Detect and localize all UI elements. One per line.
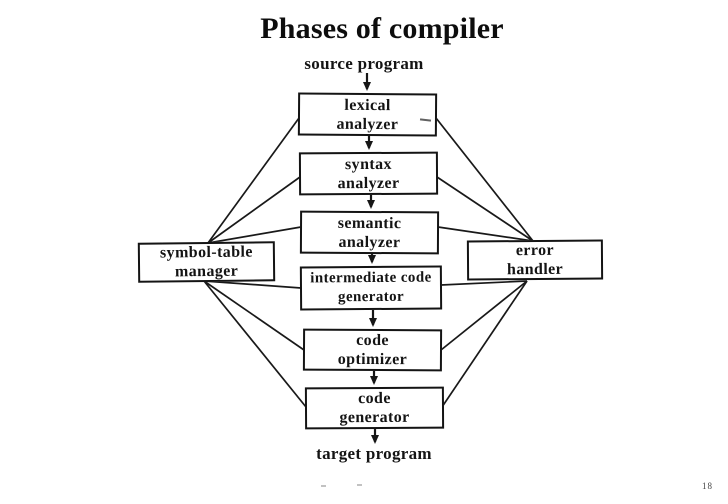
- line-symbol-table-to-intermediate-code-generator: [203, 280, 302, 289]
- side-box-symbol-table-manager: symbol-table manager: [137, 241, 276, 283]
- scan-artifact-dot: [321, 485, 326, 487]
- phase-label-line: syntax: [344, 155, 392, 173]
- phase-label-line: analyzer: [337, 174, 400, 192]
- line-error-handler-to-syntax-analyzer: [436, 176, 534, 242]
- line-symbol-table-to-syntax-analyzer: [207, 176, 301, 244]
- side-box-label-line: symbol-table: [159, 243, 253, 262]
- phase-label-line: code: [358, 389, 391, 408]
- line-error-handler-to-semantic-analyzer: [437, 226, 534, 242]
- phase-label-line: semantic: [337, 214, 402, 232]
- line-symbol-table-to-code-generator: [203, 280, 307, 408]
- phase-label-line: analyzer: [338, 233, 401, 251]
- side-box-error-handler: error handler: [466, 239, 604, 281]
- phase-label-line: lexical: [344, 96, 391, 114]
- phase-box-syntax-analyzer: syntax analyzer: [298, 151, 439, 196]
- line-error-handler-to-code-optimizer: [440, 280, 528, 351]
- slide-title: Phases of compiler: [260, 12, 504, 45]
- target-program-label: target program: [316, 444, 432, 463]
- side-box-label-line: error: [515, 241, 555, 260]
- line-error-handler-to-code-generator: [441, 280, 528, 408]
- line-symbol-table-to-semantic-analyzer: [207, 226, 302, 244]
- phase-label-line: generator: [339, 408, 410, 427]
- phase-box-lexical-analyzer: lexical analyzer: [297, 92, 438, 137]
- phase-label-line: code: [356, 331, 389, 350]
- scan-artifact-dot: [357, 484, 362, 486]
- line-error-handler-to-intermediate-code-generator: [440, 280, 528, 286]
- page-number: 18: [702, 481, 713, 491]
- side-box-label-line: handler: [506, 260, 564, 279]
- phase-box-intermediate-code-generator: intermediate code generator: [299, 265, 443, 311]
- source-program-label: source program: [304, 54, 424, 73]
- side-box-label-line: manager: [174, 262, 239, 281]
- phase-box-code-generator: code generator: [304, 386, 445, 430]
- phase-box-code-optimizer: code optimizer: [302, 328, 443, 372]
- line-error-handler-to-lexical-analyzer: [435, 117, 534, 242]
- line-symbol-table-to-lexical-analyzer: [207, 117, 300, 244]
- phase-box-semantic-analyzer: semantic analyzer: [299, 210, 440, 255]
- phase-label-line: optimizer: [337, 350, 408, 369]
- phase-label-line: generator: [337, 288, 405, 306]
- phase-label-line: intermediate code: [310, 269, 432, 287]
- line-symbol-table-to-code-optimizer: [203, 280, 305, 351]
- phase-label-line: analyzer: [336, 115, 399, 133]
